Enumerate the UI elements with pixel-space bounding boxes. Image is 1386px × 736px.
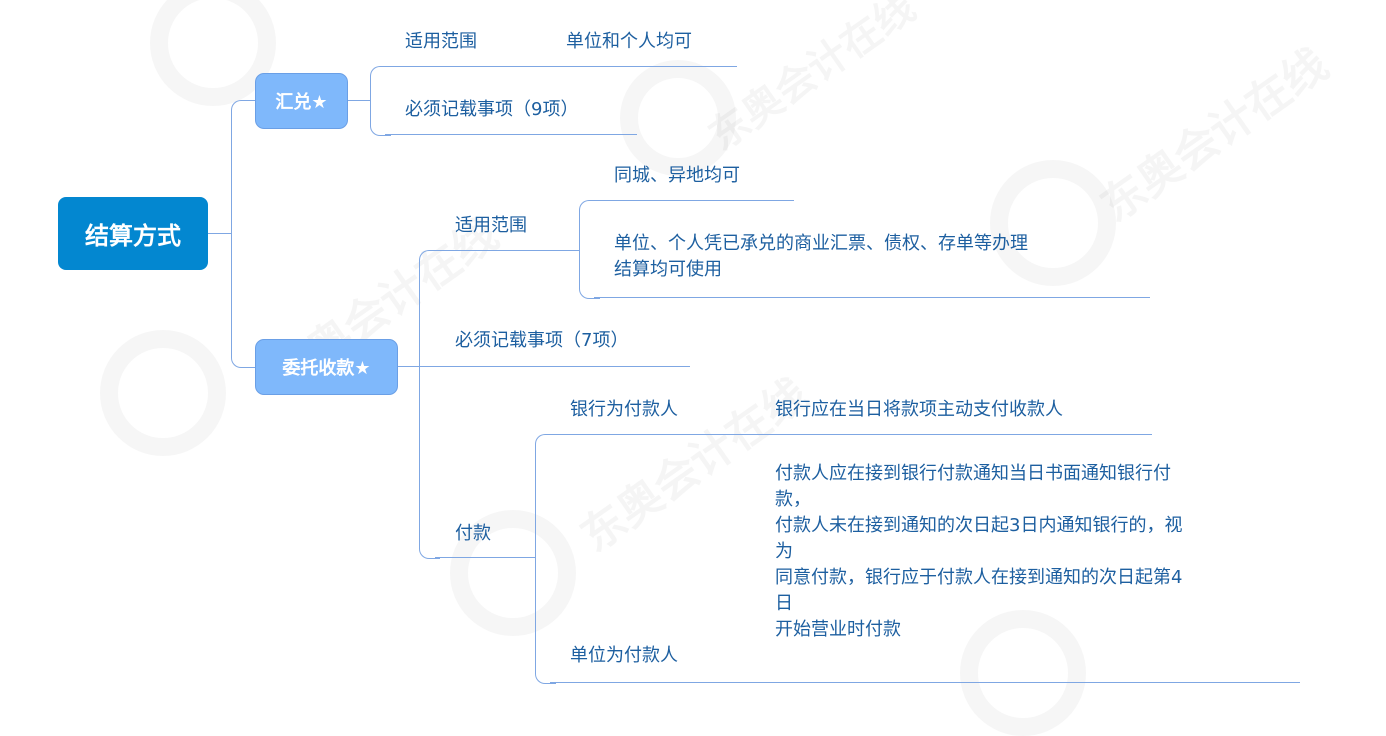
connector xyxy=(385,66,737,67)
text-line: 单位、个人凭已承兑的商业汇票、债权、存单等办理 xyxy=(614,233,1028,254)
text-line: 付款人应在接到银行付款通知当日书面通知银行付 xyxy=(775,463,1171,484)
connector-bracket xyxy=(231,100,257,368)
connector xyxy=(420,366,690,367)
text-line: 结算均可使用 xyxy=(614,259,722,280)
connector xyxy=(398,366,420,367)
connector xyxy=(550,682,1300,683)
node-scope-detail[interactable]: 单位和个人均可 xyxy=(566,31,692,52)
watermark-text: 东奥会计在线 xyxy=(695,0,925,162)
text-line: 日 xyxy=(775,593,793,614)
connector xyxy=(208,233,232,234)
node-scope-detail[interactable]: 同城、异地均可 xyxy=(614,165,740,186)
text-line: 付款人未在接到通知的次日起3日内通知银行的，视 xyxy=(775,515,1183,536)
connector-bracket xyxy=(579,200,600,299)
node-payment[interactable]: 付款 xyxy=(455,523,491,544)
connector xyxy=(348,100,371,101)
branch-node-huidui[interactable]: 汇兑★ xyxy=(255,73,348,129)
node-unit-payer[interactable]: 单位为付款人 xyxy=(570,645,678,666)
text-line: 为 xyxy=(775,541,793,562)
node-scope-detail[interactable]: 单位、个人凭已承兑的商业汇票、债权、存单等办理 结算均可使用 xyxy=(614,231,1028,283)
node-required-items[interactable]: 必须记载事项（7项） xyxy=(455,330,629,351)
node-scope[interactable]: 适用范围 xyxy=(455,215,527,236)
connector-bracket xyxy=(535,434,556,684)
text-line: 同意付款，银行应于付款人在接到通知的次日起第4 xyxy=(775,567,1183,588)
connector xyxy=(594,200,794,201)
connector-bracket xyxy=(419,250,440,559)
branch-node-weituoshoukuan[interactable]: 委托收款★ xyxy=(255,339,398,395)
watermark-text: 东奥会计在线 xyxy=(1086,30,1339,234)
node-scope[interactable]: 适用范围 xyxy=(405,31,477,52)
watermark-logo xyxy=(620,60,736,176)
connector xyxy=(550,434,1152,435)
connector xyxy=(435,557,536,558)
node-bank-payer-detail[interactable]: 银行应在当日将款项主动支付收款人 xyxy=(775,399,1063,420)
text-line: 款， xyxy=(775,489,811,510)
connector xyxy=(385,134,637,135)
connector-bracket xyxy=(370,66,391,136)
node-required-items[interactable]: 必须记载事项（9项） xyxy=(405,99,579,120)
connector xyxy=(594,297,1150,298)
watermark-logo xyxy=(100,330,226,456)
root-node[interactable]: 结算方式 xyxy=(58,197,208,270)
connector xyxy=(435,250,580,251)
node-unit-payer-detail[interactable]: 付款人应在接到银行付款通知当日书面通知银行付 款， 付款人未在接到通知的次日起3… xyxy=(775,461,1182,643)
node-bank-payer[interactable]: 银行为付款人 xyxy=(570,399,678,420)
text-line: 开始营业时付款 xyxy=(775,619,901,640)
